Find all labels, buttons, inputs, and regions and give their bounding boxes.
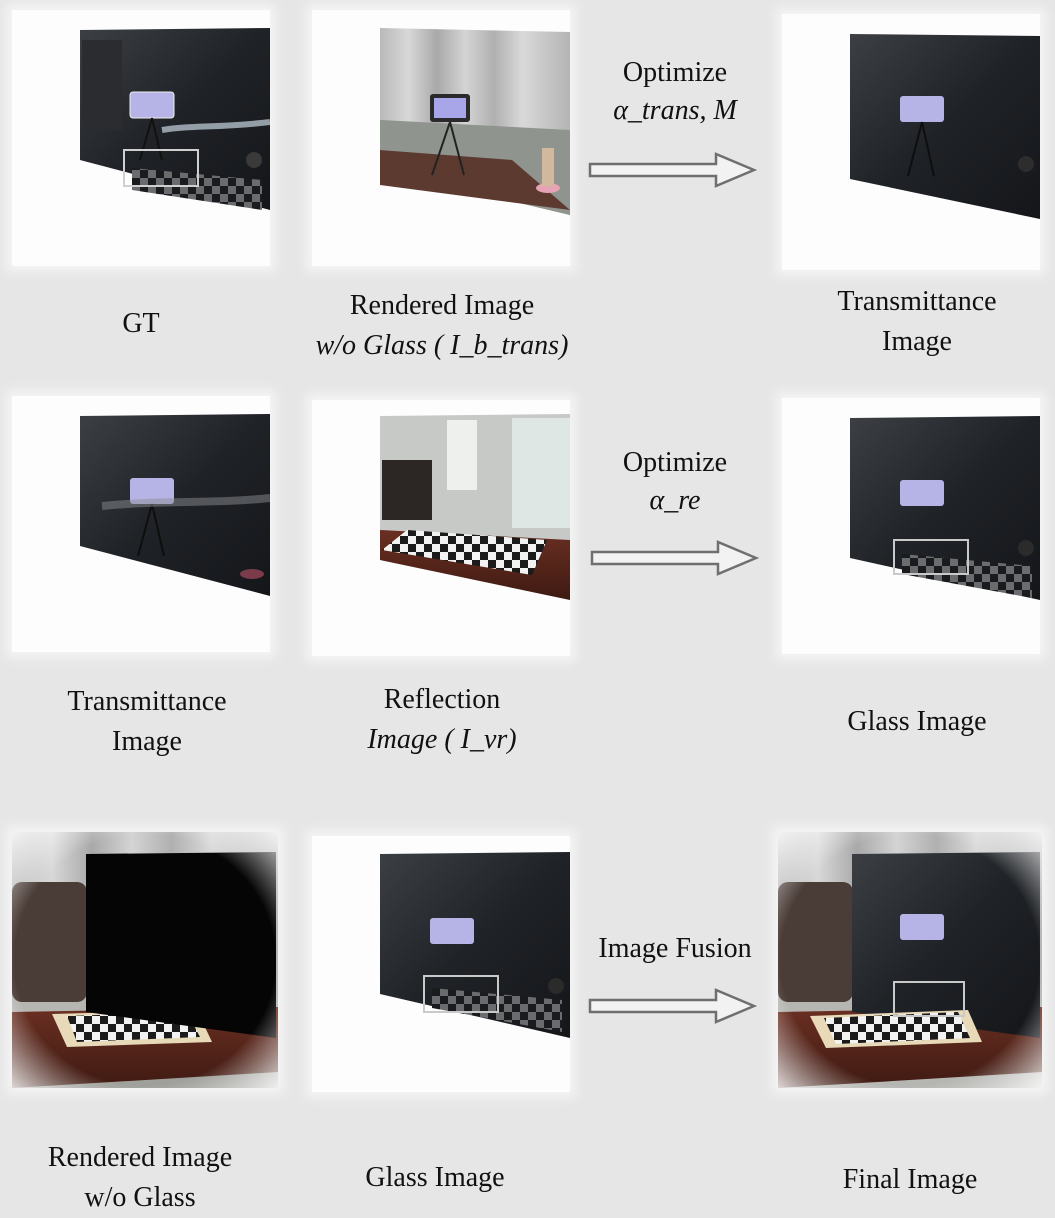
panel-transmittance-1	[782, 14, 1040, 270]
panel-final	[778, 832, 1042, 1088]
operation-1-params: α_trans, M	[613, 95, 737, 126]
caption-transmittance-2-line-1: Transmittance	[67, 686, 227, 717]
panel-transmittance-2	[12, 396, 270, 652]
caption-rendered-no-glass-line-1: Rendered Image	[349, 290, 535, 321]
caption-transmittance-1-line-1: Transmittance	[837, 286, 997, 317]
caption-gt: GT	[12, 304, 270, 344]
operation-2: Optimize α_re	[560, 444, 790, 520]
caption-transmittance-2-line-2: Image	[112, 726, 182, 757]
caption-glass-1-line-1: Glass Image	[847, 706, 987, 737]
panel-glass-2	[312, 836, 570, 1092]
panel-rendered-no-glass	[312, 10, 570, 266]
caption-rendered-no-glass: Rendered Image w/o Glass ( I_b_trans)	[292, 286, 592, 366]
arrow-3-icon	[588, 986, 758, 1026]
caption-rendered-no-glass-full: Rendered Image w/o Glass	[0, 1138, 280, 1218]
caption-rendered-no-glass-full-line-1: Rendered Image	[47, 1142, 233, 1173]
caption-gt-line-1: GT	[122, 308, 160, 339]
operation-2-label: Optimize	[622, 447, 728, 478]
panel-gt	[12, 10, 270, 266]
operation-1: Optimize α_trans, M	[560, 54, 790, 130]
panel-rendered-no-glass-full	[12, 832, 278, 1088]
operation-1-label: Optimize	[622, 57, 728, 88]
caption-glass-2-line-1: Glass Image	[365, 1162, 505, 1193]
arrow-2-icon	[590, 538, 760, 578]
caption-reflection-line-2: Image ( I_vr)	[367, 724, 517, 755]
caption-reflection-line-1: Reflection	[383, 684, 501, 715]
operation-3: Image Fusion	[560, 930, 790, 968]
panel-reflection	[312, 400, 570, 656]
caption-transmittance-1: Transmittance Image	[782, 282, 1052, 362]
caption-transmittance-1-line-2: Image	[882, 326, 952, 357]
caption-reflection: Reflection Image ( I_vr)	[292, 680, 592, 760]
caption-final: Final Image	[778, 1160, 1042, 1200]
caption-rendered-no-glass-full-line-2: w/o Glass	[84, 1182, 196, 1213]
caption-transmittance-2: Transmittance Image	[12, 682, 282, 762]
caption-glass-1: Glass Image	[782, 702, 1052, 742]
caption-rendered-no-glass-line-2: w/o Glass ( I_b_trans)	[315, 330, 569, 361]
caption-final-line-1: Final Image	[842, 1164, 978, 1195]
operation-3-label: Image Fusion	[598, 933, 752, 964]
caption-glass-2: Glass Image	[300, 1158, 570, 1198]
operation-2-params: α_re	[649, 485, 701, 516]
arrow-1-icon	[588, 150, 758, 190]
panel-glass-1	[782, 398, 1040, 654]
